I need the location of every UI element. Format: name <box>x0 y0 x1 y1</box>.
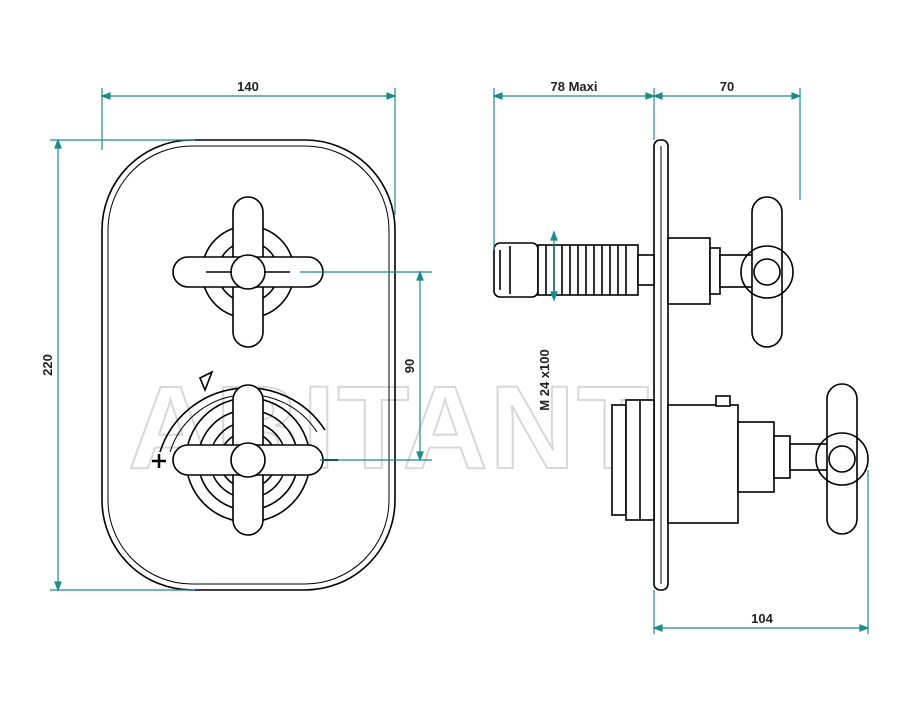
front-plate <box>101 139 396 591</box>
lower-cross-handle <box>172 384 338 536</box>
dimension-depth-label: 78 Maxi <box>551 79 598 94</box>
side-plate <box>653 139 669 591</box>
lower-valve-side <box>611 383 869 535</box>
threaded-pipe <box>493 242 655 298</box>
dimension-total-label: 104 <box>751 611 773 626</box>
dimension-width-label: 140 <box>237 79 259 94</box>
side-view <box>493 139 869 591</box>
dimension-spacing-label: 90 <box>402 359 417 373</box>
scale-arrow <box>198 370 214 393</box>
temperature-scale-arc <box>159 387 326 453</box>
thread-spec-label: M 24 x100 <box>537 349 552 410</box>
front-dimensions <box>50 88 432 592</box>
plus-icon <box>152 454 166 468</box>
front-view <box>101 139 396 591</box>
side-dimensions <box>492 88 870 634</box>
dimension-height-label: 220 <box>40 354 55 376</box>
upper-valve-side <box>667 196 794 348</box>
front-plate-inner <box>107 145 390 585</box>
dimension-handle-label: 70 <box>720 79 734 94</box>
